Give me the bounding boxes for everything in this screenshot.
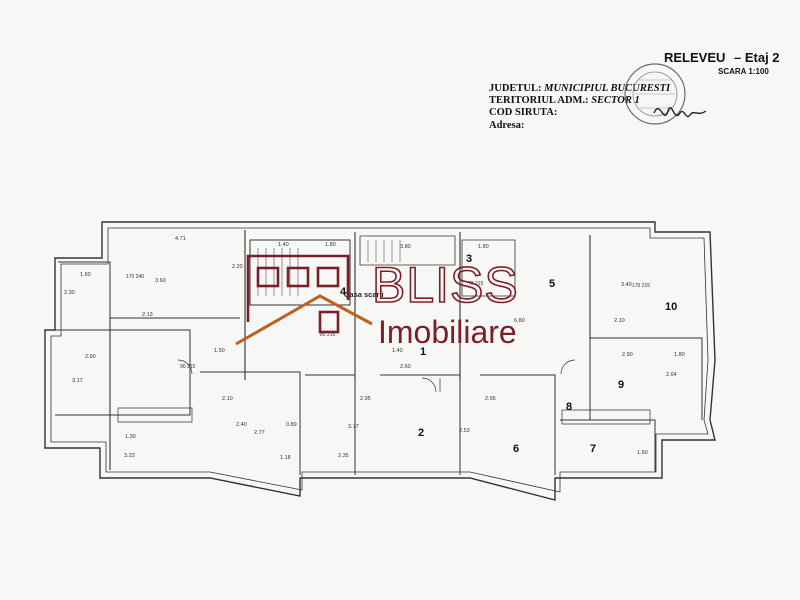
signature-icon [653,106,707,118]
dimension-label: 1.80 [674,352,685,358]
room-number: 4 [340,286,347,298]
dimension-label: 3.80 [400,244,411,250]
field-value: MUNICIPIUL BUCURESTI [544,83,671,94]
door-label: 80 215 [320,332,336,338]
dimension-label: 2.77 [254,430,265,436]
dimension-label: 2.10 [222,396,233,402]
dimension-label: 1.50 [214,348,225,354]
dimension-label: 2.10 [614,318,625,324]
field-value: SECTOR 1 [591,95,640,106]
room-number: 7 [590,443,596,455]
field-label: TERITORIUL ADM.: [489,95,589,106]
dimension-label: 1.60 [80,272,91,278]
dimension-label: 1.60 [637,450,648,456]
field-label: COD SIRUTA: [489,107,558,118]
dimension-label: 1.40 [278,242,289,248]
dimension-label: 2.90 [622,352,633,358]
room-number: 10 [665,301,677,313]
dimension-label: 3.17 [72,378,83,384]
dimension-label: 2.60 [400,364,411,370]
dimension-label: 3.23 [124,453,135,459]
room-number: 6 [513,443,519,455]
field-teritoriul: TERITORIUL ADM.: SECTOR 1 [489,95,640,106]
dimension-label: 3.40 [621,282,632,288]
dimension-label: 0.89 [286,422,297,428]
sheet-title: RELEVEU [664,50,726,65]
stair-label: Casa scarii [344,290,384,299]
dimension-label: 2.13 [142,312,153,318]
dimension-label: 1.80 [478,244,489,250]
dimension-label: 2.95 [360,396,371,402]
dimension-label: 2.90 [85,354,96,360]
door-label: 170 215 [632,283,650,289]
dimension-label: 6.80 [514,318,525,324]
room-number: 9 [618,379,624,391]
stamp-seal-icon [624,63,686,125]
dimension-label: 3.77 [348,424,359,430]
room-number: 8 [566,401,572,413]
dimension-label: 2.35 [338,453,349,459]
field-judetul: JUDETUL: MUNICIPIUL BUCURESTI [489,83,670,94]
dimension-label: 2.20 [232,264,243,270]
door-label: 90 215 [180,364,196,370]
room-number: 3 [466,253,472,265]
dimension-label: 1.18 [280,455,291,461]
scale-note: SCARA 1:100 [718,67,769,76]
room-number: 5 [549,278,555,290]
field-cod-siruta: COD SIRUTA: [489,107,557,118]
room-number: 2 [418,427,424,439]
dimension-label: 1.40 [392,348,403,354]
dimension-label: 2.53 [459,428,470,434]
dimension-label: 4.71 [175,236,186,242]
watermark-sub: Imobiliare [378,314,517,350]
dimension-label: 2.64 [666,372,677,378]
floor-level: – Etaj 2 [734,50,780,65]
watermark-brand: BLISS [372,257,519,313]
outer-wall [44,221,716,501]
dimension-label: 2.40 [236,422,247,428]
dimension-label: 2.30 [64,290,75,296]
dimension-label: 2.95 [485,396,496,402]
door-label: 70 215 [468,281,484,287]
field-label: Adresa: [489,120,525,131]
field-label: JUDETUL: [489,83,542,94]
dimension-label: 1.80 [325,242,336,248]
dimension-label: 1.30 [125,434,136,440]
dimension-label: 3.60 [155,278,166,284]
room-number: 1 [420,346,426,358]
door-label: 170 240 [126,274,144,280]
field-adresa: Adresa: [489,120,524,131]
